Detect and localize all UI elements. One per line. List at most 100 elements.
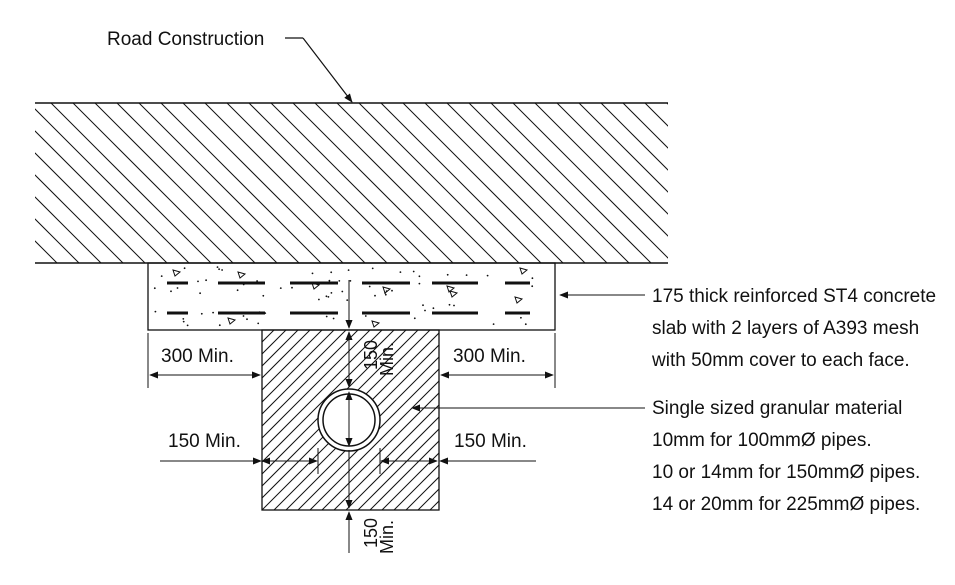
concrete-aggregate xyxy=(172,269,182,277)
trench-hatch-line xyxy=(357,428,439,510)
road-hatch-line xyxy=(733,103,893,263)
road-hatch-line xyxy=(35,130,168,263)
road-hatch-line xyxy=(689,103,849,263)
road-hatch-line xyxy=(512,103,668,259)
dim-300-left-label: 300 Min. xyxy=(161,346,234,367)
concrete-stipple xyxy=(325,315,328,318)
concrete-aggregate xyxy=(449,290,459,298)
road-hatch-line xyxy=(622,103,668,149)
concrete-stipple xyxy=(368,285,371,288)
road-construction-layer xyxy=(35,102,893,264)
trench-hatch-line xyxy=(405,476,439,510)
concrete-aggregate xyxy=(514,296,524,304)
trench-hatch-line xyxy=(262,330,407,475)
granular-note-line-2: 10mm for 100mmØ pipes. xyxy=(652,430,872,451)
concrete-stipple xyxy=(422,304,424,307)
concrete-stipple xyxy=(349,280,352,282)
concrete-stipple xyxy=(262,294,265,297)
concrete-stipple xyxy=(412,270,415,273)
road-hatch-line xyxy=(468,103,630,263)
concrete-stipple xyxy=(327,296,330,298)
concrete-stipple xyxy=(424,309,426,312)
concrete-aggregate xyxy=(519,267,529,275)
concrete-stipple xyxy=(328,279,331,282)
slab-note-line-3: with 50mm cover to each face. xyxy=(651,350,910,371)
trench-hatch-line xyxy=(262,330,311,379)
trench-hatch-line xyxy=(262,330,323,391)
trench-hatch-line xyxy=(345,416,439,510)
concrete-aggregate xyxy=(227,317,237,325)
road-hatch-line xyxy=(35,152,146,263)
concrete-stipple xyxy=(170,290,172,293)
concrete-stipple xyxy=(432,307,435,310)
road-hatch-line xyxy=(424,103,586,263)
concrete-stipple xyxy=(346,299,349,301)
road-hatch-line xyxy=(402,103,564,263)
trench-hatch-line xyxy=(262,330,335,403)
concrete-stipple xyxy=(242,315,245,317)
concrete-stipple xyxy=(218,324,221,327)
road-hatch-line xyxy=(116,103,278,263)
concrete-stipple xyxy=(384,293,387,296)
concrete-stipple xyxy=(371,267,374,270)
road-hatch-line xyxy=(35,218,80,263)
road-hatch-line xyxy=(160,103,322,263)
road-hatch-line xyxy=(534,103,668,237)
dim-300-right-label: 300 Min. xyxy=(453,346,526,367)
trench-hatch-line xyxy=(393,464,439,510)
dim-150-left-label: 150 Min. xyxy=(168,431,241,452)
concrete-stipple xyxy=(216,266,219,268)
granular-note-line-1: Single sized granular material xyxy=(652,398,902,419)
concrete-stipple xyxy=(176,287,179,289)
slab-note-line-2: slab with 2 layers of A393 mesh xyxy=(652,318,919,339)
concrete-stipple xyxy=(531,277,534,280)
concrete-stipple xyxy=(330,292,333,294)
concrete-stipple xyxy=(160,275,163,277)
road-construction-label: Road Construction xyxy=(107,29,264,50)
road-hatch-line xyxy=(72,103,234,263)
road-hatch-line xyxy=(35,240,58,263)
granular-note-line-4: 14 or 20mm for 225mmØ pipes. xyxy=(652,494,920,515)
concrete-stipple xyxy=(332,317,335,320)
dim-150-right-label: 150 Min. xyxy=(454,431,527,452)
trench-hatch-line xyxy=(297,368,439,510)
concrete-aggregate xyxy=(446,285,456,293)
concrete-stipple xyxy=(364,315,367,317)
road-hatch-line xyxy=(35,174,124,263)
concrete-stipple xyxy=(258,311,261,314)
concrete-stipple xyxy=(318,298,320,301)
road-hatch-line xyxy=(50,103,212,263)
dimension-300-left xyxy=(147,333,261,388)
concrete-stipple xyxy=(218,268,221,271)
road-hatch-line xyxy=(380,103,542,263)
road-hatch-line xyxy=(204,103,366,263)
concrete-stipple xyxy=(182,320,185,323)
road-hatch-line xyxy=(358,103,520,263)
trench-hatch-line xyxy=(262,330,371,439)
concrete-stipple xyxy=(186,324,189,327)
concrete-stipple xyxy=(154,310,157,313)
concrete-stipple xyxy=(453,304,455,307)
concrete-stipple xyxy=(507,281,510,284)
concrete-stipple xyxy=(531,285,534,288)
trench-hatch-line xyxy=(262,330,347,415)
road-hatch-line xyxy=(578,103,668,193)
road-hatch-line xyxy=(336,103,498,263)
concrete-stipple xyxy=(221,269,224,271)
dimension-300-right xyxy=(440,333,556,388)
road-hatch-line xyxy=(226,103,388,263)
concrete-stipple xyxy=(183,267,186,270)
dimension-150-sides xyxy=(160,448,536,474)
trench-hatch-line xyxy=(262,330,395,463)
road-hatch-line xyxy=(182,103,344,263)
road-hatch-line xyxy=(35,262,36,263)
concrete-stipple xyxy=(279,287,282,289)
concrete-stipple xyxy=(242,283,245,286)
road-hatch-line xyxy=(490,103,652,263)
trench-hatch-line xyxy=(333,404,439,510)
concrete-stipple xyxy=(291,286,293,289)
road-hatch-line xyxy=(644,103,668,127)
trench-hatch-line xyxy=(369,440,439,510)
